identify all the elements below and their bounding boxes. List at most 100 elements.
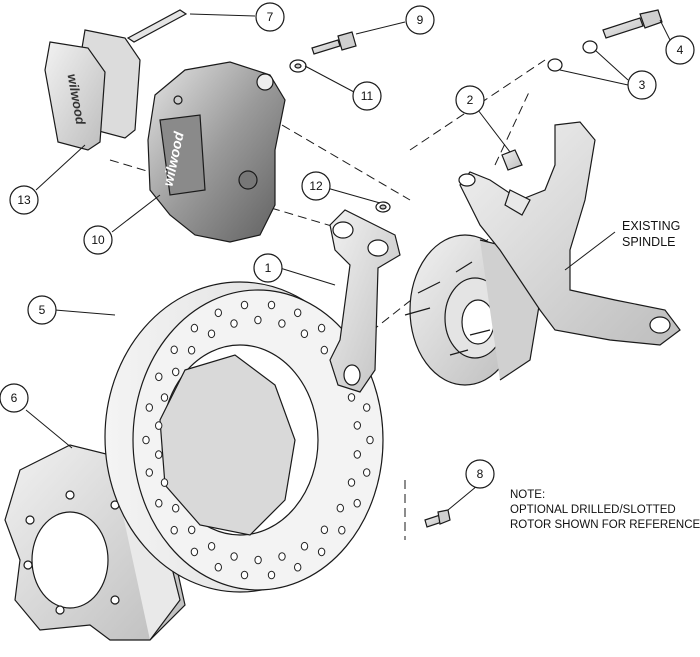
drill-hole — [300, 329, 309, 339]
drill-hole — [230, 319, 238, 328]
drill-hole — [172, 503, 180, 513]
spindle-washers — [547, 40, 598, 72]
svg-text:11: 11 — [361, 89, 374, 103]
drill-hole — [155, 421, 163, 430]
drill-hole — [353, 450, 361, 459]
callout-11: 11 — [352, 81, 382, 111]
svg-text:OPTIONAL DRILLED/SLOTTED: OPTIONAL DRILLED/SLOTTED — [510, 504, 676, 516]
drill-hole — [347, 393, 356, 402]
cotter-pin — [126, 9, 188, 43]
callout-13: 13 — [9, 185, 39, 215]
drill-hole — [338, 525, 346, 535]
drill-hole — [230, 552, 238, 561]
svg-text:7: 7 — [267, 10, 274, 24]
drill-hole — [267, 570, 276, 580]
drill-hole — [207, 542, 216, 551]
rotor — [104, 281, 384, 593]
existing-spindle-label: EXISTING SPINDLE — [622, 219, 680, 249]
callout-3: 3 — [627, 70, 657, 100]
drill-hole — [145, 403, 154, 412]
drill-hole — [155, 498, 163, 508]
leader-lines — [25, 13, 673, 511]
callout-2: 2 — [455, 85, 485, 115]
drill-hole — [353, 421, 361, 430]
drill-hole — [347, 478, 356, 487]
drill-hole — [155, 372, 163, 382]
callout-7: 7 — [255, 2, 285, 32]
drill-hole — [214, 562, 223, 572]
svg-text:NOTE:: NOTE: — [510, 489, 545, 501]
drill-hole — [267, 300, 276, 310]
caliper: wilwood — [147, 61, 286, 243]
callout-5: 5 — [27, 295, 57, 325]
brake-pads: wilwood — [44, 29, 141, 151]
drill-hole — [320, 525, 329, 535]
svg-text:6: 6 — [11, 391, 18, 405]
callout-9: 10 — [83, 225, 113, 255]
svg-text:10: 10 — [91, 233, 105, 247]
drill-hole — [142, 435, 150, 445]
svg-text:12: 12 — [309, 179, 323, 193]
drill-hole — [278, 319, 286, 328]
drill-hole — [353, 498, 361, 508]
drill-hole — [188, 525, 196, 535]
callout-1: 1 — [253, 253, 283, 283]
drill-hole — [170, 525, 178, 535]
svg-text:3: 3 — [639, 78, 646, 92]
callout-4: 4 — [665, 35, 695, 65]
drill-hole — [190, 323, 199, 333]
drill-hole — [160, 478, 169, 487]
rotor-note: NOTE: OPTIONAL DRILLED/SLOTTED ROTOR SHO… — [510, 489, 700, 531]
existing-spindle — [458, 121, 681, 346]
svg-text:5: 5 — [39, 303, 46, 317]
bracket-spacer — [501, 149, 523, 171]
drill-hole — [207, 329, 216, 339]
wheel-studs — [404, 261, 491, 356]
spindle-bolt — [602, 9, 663, 39]
drill-hole — [317, 323, 326, 333]
drill-hole — [294, 562, 302, 572]
drill-hole — [240, 570, 249, 580]
drill-hole — [294, 308, 302, 318]
callout-12: 12 — [301, 171, 331, 201]
svg-text:EXISTING: EXISTING — [622, 219, 680, 233]
svg-text:ROTOR SHOWN FOR REFERENCE: ROTOR SHOWN FOR REFERENCE — [510, 519, 700, 531]
drill-hole — [254, 555, 262, 565]
drill-hole — [336, 503, 344, 513]
drill-hole — [320, 345, 328, 355]
drill-hole — [190, 547, 199, 557]
drill-hole — [172, 367, 180, 377]
drill-hole — [363, 468, 371, 477]
svg-text:9: 9 — [417, 13, 424, 27]
caliper-washer — [289, 59, 307, 73]
svg-text:4: 4 — [677, 43, 684, 57]
callout-8: 8 — [465, 459, 495, 489]
drill-hole — [300, 541, 309, 551]
callout-6: 6 — [0, 383, 29, 413]
drill-hole — [363, 403, 371, 412]
hat-screw — [424, 509, 451, 528]
drill-hole — [278, 552, 286, 561]
rotor-drill-holes — [142, 300, 374, 580]
drill-hole — [366, 435, 374, 445]
callout-10: 9 — [405, 5, 435, 35]
drill-hole — [155, 450, 163, 459]
drill-hole — [170, 345, 178, 355]
svg-text:13: 13 — [17, 193, 31, 207]
drill-hole — [240, 300, 249, 310]
drill-hole — [254, 315, 262, 325]
drill-hole — [145, 468, 154, 477]
drill-hole — [187, 345, 196, 355]
svg-text:2: 2 — [467, 93, 474, 107]
drill-hole — [317, 547, 326, 557]
svg-text:1: 1 — [265, 261, 272, 275]
bracket-washer — [375, 201, 391, 213]
caliper-bolt — [311, 31, 357, 55]
svg-text:SPINDLE: SPINDLE — [622, 235, 676, 249]
svg-text:8: 8 — [477, 467, 484, 481]
drill-hole — [214, 308, 223, 318]
mounting-bracket — [329, 209, 401, 393]
drill-hole — [160, 393, 169, 402]
